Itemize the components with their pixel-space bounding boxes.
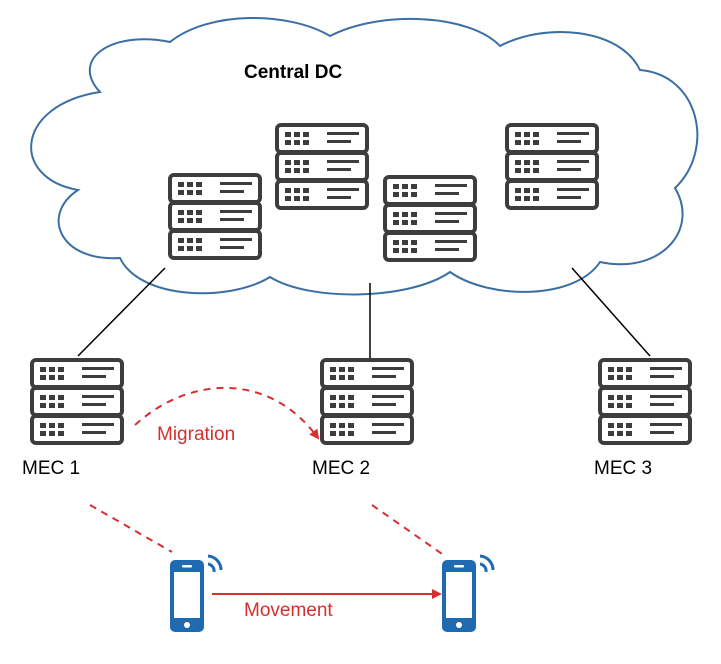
cloud-server-3-icon (385, 177, 475, 260)
link-mec1 (77, 267, 166, 357)
movement-label: Movement (244, 600, 333, 621)
migration-label: Migration (157, 424, 236, 445)
cloud-title: Central DC (244, 62, 343, 83)
mec1-server-icon (32, 360, 122, 443)
mec1-label: MEC 1 (22, 458, 81, 479)
migration-arrow (134, 387, 320, 440)
link-mec3 (571, 267, 651, 357)
phone-2-icon (440, 554, 495, 634)
mec2-phone-link (371, 504, 446, 557)
mec2-server-icon (322, 360, 412, 443)
mec2-label: MEC 2 (312, 458, 371, 479)
cloud-server-4-icon (507, 125, 597, 208)
cloud-server-1-icon (170, 175, 260, 258)
mec3-label: MEC 3 (594, 458, 653, 479)
mec3-server-icon (600, 360, 690, 443)
cloud-server-2-icon (277, 125, 367, 208)
mec1-phone-link (89, 504, 173, 553)
